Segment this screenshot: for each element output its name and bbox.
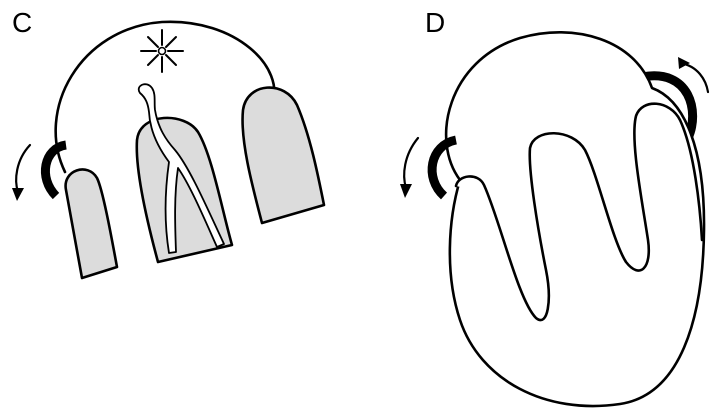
panel-c-label: C [12,7,32,38]
panel-c-right-finger [243,88,324,223]
panel-c-starburst [141,30,183,72]
panel-d: D [400,7,708,406]
panel-d-left-rotation-arrow [400,138,456,198]
panel-d-label: D [425,7,445,38]
panel-c-left-finger [66,169,117,278]
panel-c: C [12,7,324,278]
